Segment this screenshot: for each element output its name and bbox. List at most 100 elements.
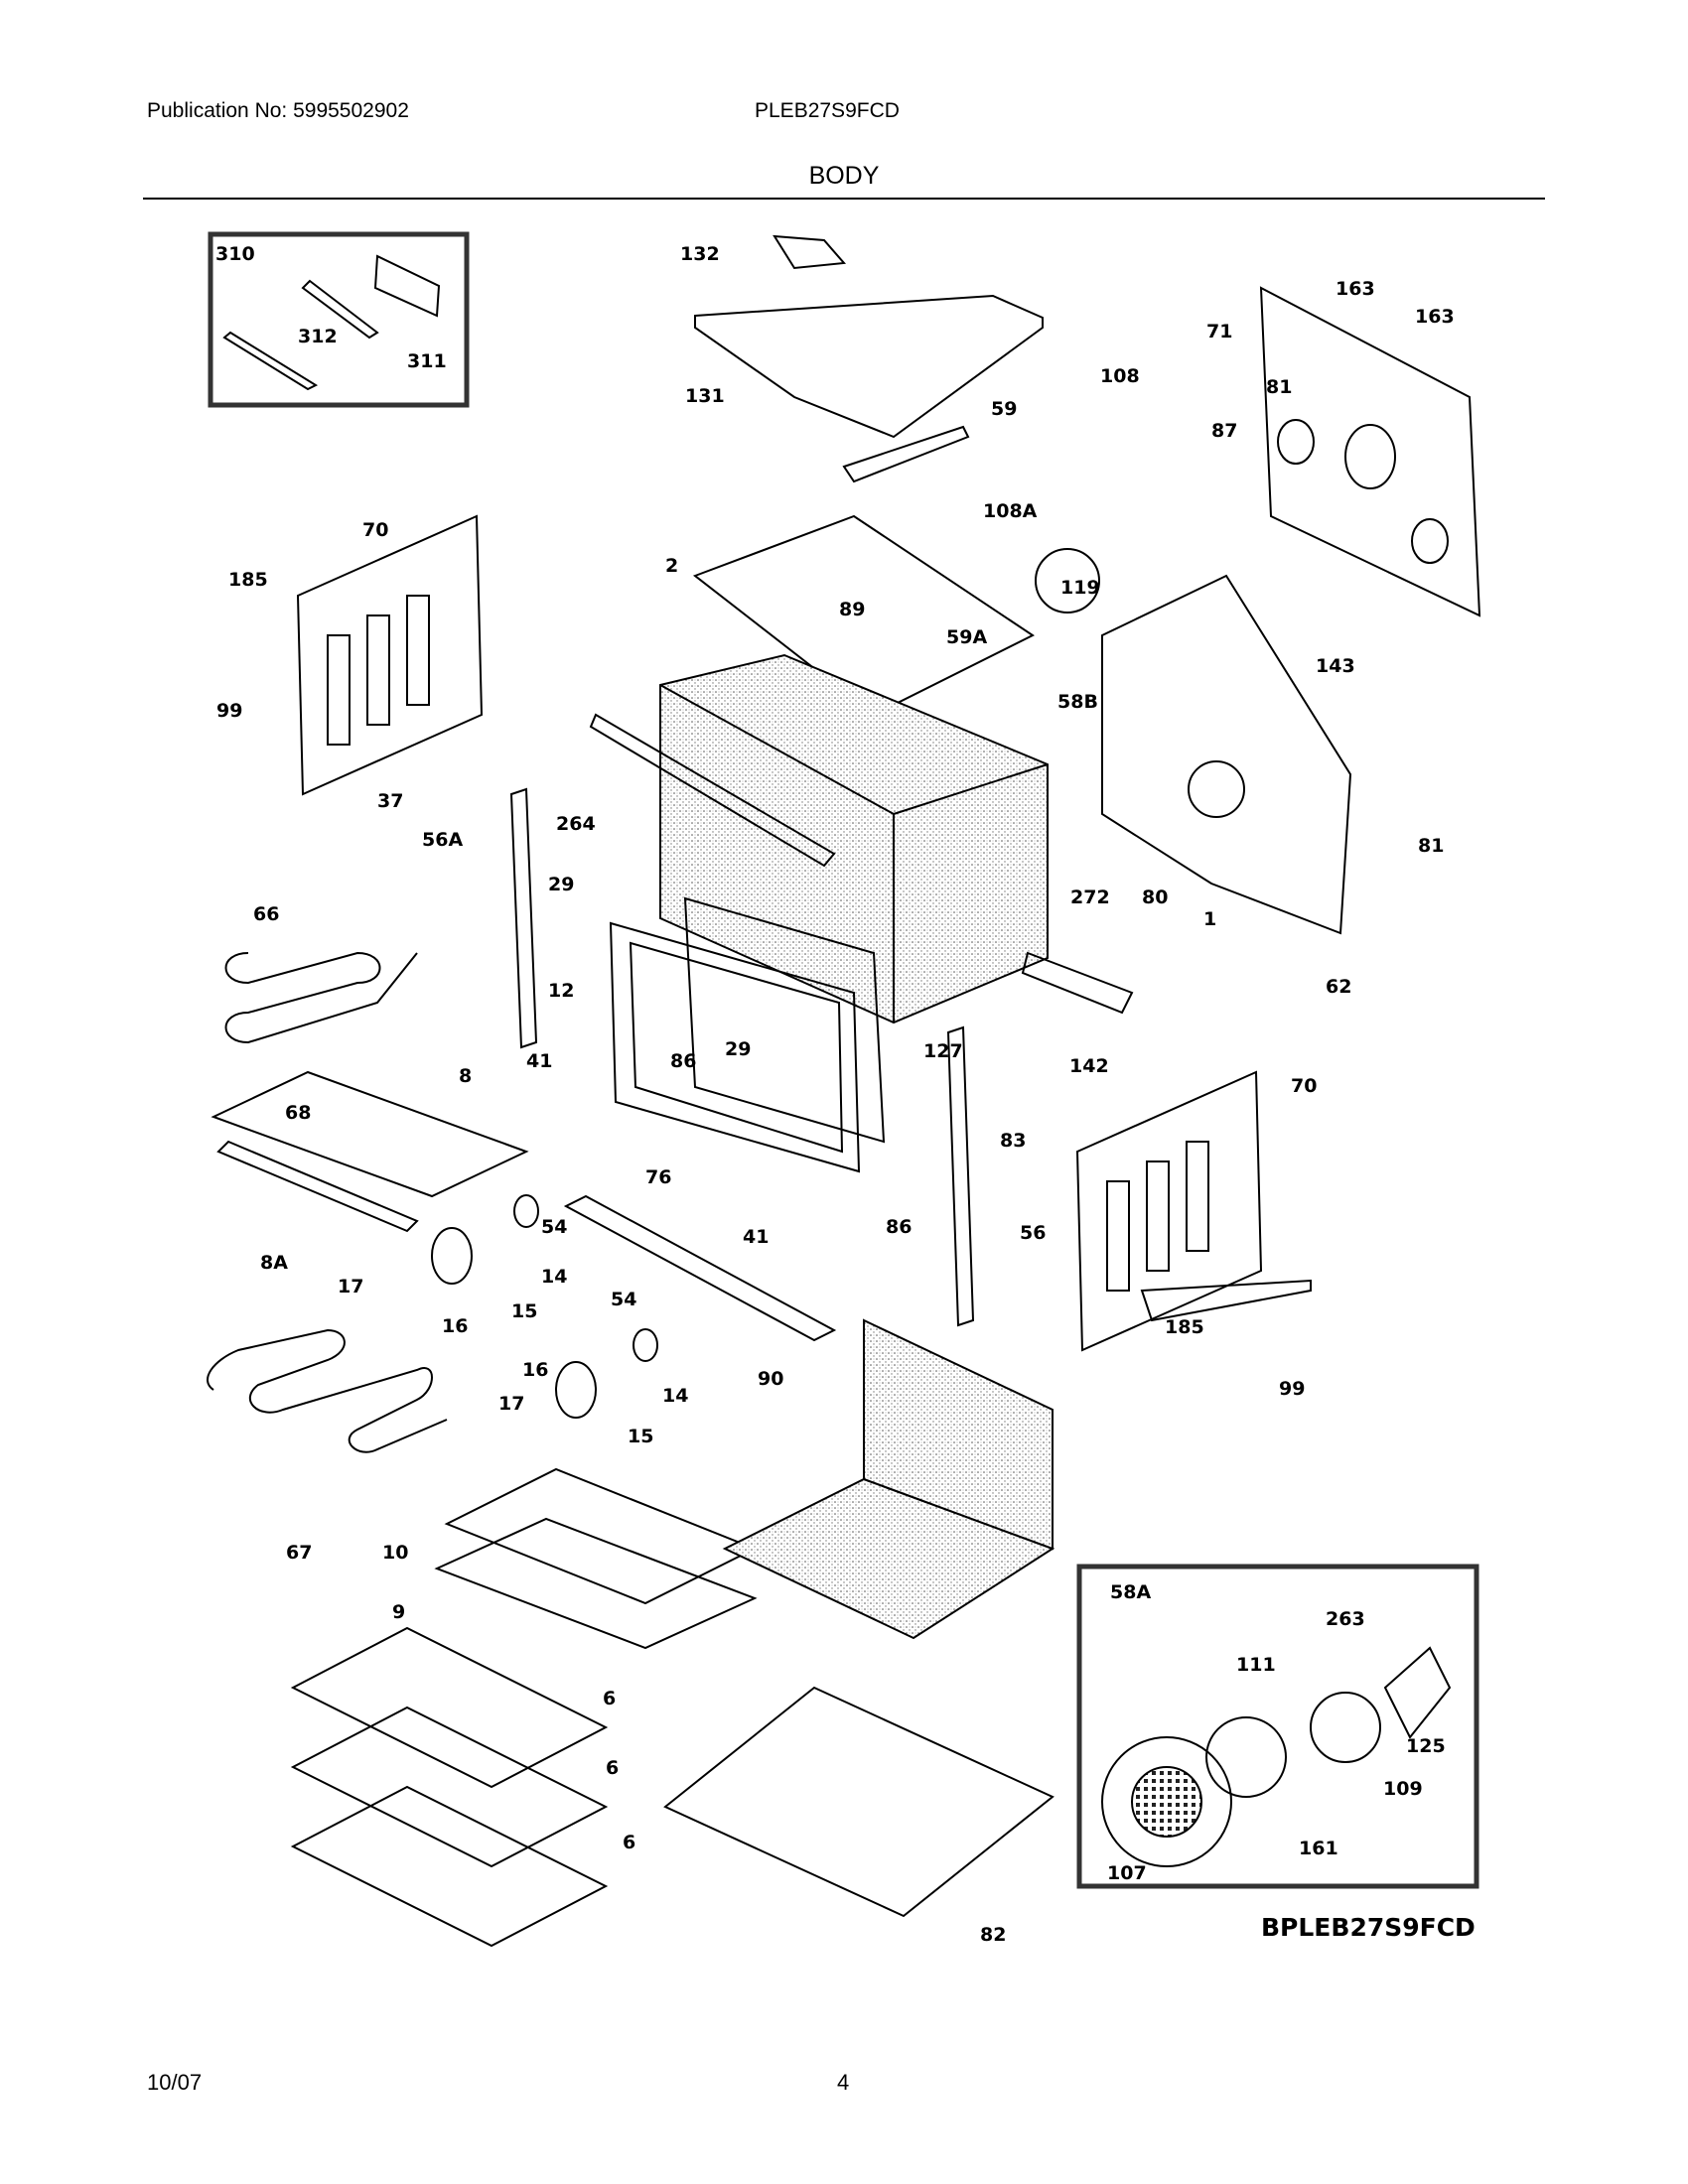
part-label-54: 54	[611, 1289, 636, 1310]
fan-cover-107-shape	[1101, 1736, 1232, 1867]
part-label-6: 6	[603, 1688, 616, 1709]
cover-plate-shape	[773, 234, 847, 270]
header-rule	[143, 198, 1545, 200]
inset-box-sensor	[208, 231, 470, 408]
part-label-10: 10	[382, 1542, 408, 1564]
part-number-labels: 310312311132131591631637110887108A119701…	[215, 243, 1455, 1946]
section-title: BODY	[808, 162, 880, 190]
part-label-109: 109	[1383, 1778, 1423, 1800]
part-label-12: 12	[548, 980, 574, 1002]
side-panel-right-slot-2	[1146, 1160, 1170, 1272]
side-panel-left-slot-3	[406, 595, 430, 706]
lamp-socket-left	[513, 1194, 539, 1228]
part-label-108: 108	[1100, 365, 1140, 387]
front-frame-shape	[609, 921, 861, 1173]
part-label-86: 86	[886, 1216, 912, 1238]
part-label-163: 163	[1415, 306, 1455, 328]
lamp-socket-right	[633, 1328, 658, 1362]
front-frame-inner	[629, 941, 844, 1154]
inset-box-convection	[1076, 1564, 1479, 1889]
part-label-41: 41	[526, 1050, 552, 1072]
duct-59-shape	[842, 425, 970, 483]
part-label-99: 99	[1279, 1378, 1305, 1400]
part-label-163: 163	[1336, 278, 1375, 300]
callout-119-circle	[1035, 548, 1100, 614]
part-label-142: 142	[1069, 1055, 1109, 1077]
side-panel-right-slot-3	[1186, 1141, 1209, 1252]
part-label-37: 37	[377, 790, 403, 812]
side-panel-right-slot-1	[1106, 1180, 1130, 1292]
rear-panel-fan-opening	[1188, 760, 1245, 818]
part-label-263: 263	[1326, 1608, 1365, 1630]
lamp-lens-left	[431, 1227, 473, 1285]
part-label-17: 17	[338, 1276, 363, 1297]
part-label-143: 143	[1316, 655, 1355, 677]
broil-pan-shape	[434, 1517, 758, 1650]
part-label-41: 41	[743, 1226, 769, 1248]
side-panel-right-shape	[1075, 1070, 1263, 1352]
part-label-59a: 59A	[946, 626, 987, 648]
part-label-58a: 58A	[1110, 1581, 1151, 1603]
part-label-125: 125	[1406, 1735, 1446, 1757]
part-label-62: 62	[1326, 976, 1351, 998]
part-label-272: 272	[1070, 887, 1110, 908]
part-label-56: 56	[1020, 1222, 1046, 1244]
trim-142-shape	[1021, 951, 1134, 1015]
part-label-67: 67	[286, 1542, 312, 1564]
side-panel-left-slot-1	[327, 634, 351, 746]
part-label-81: 81	[1418, 835, 1444, 857]
part-label-1: 1	[1203, 908, 1216, 930]
part-label-119: 119	[1060, 577, 1100, 599]
part-label-185: 185	[1165, 1316, 1204, 1338]
part-label-29: 29	[548, 874, 574, 895]
part-label-132: 132	[680, 243, 720, 265]
part-label-70: 70	[1291, 1075, 1317, 1097]
part-label-310: 310	[215, 243, 255, 265]
part-label-2: 2	[665, 555, 678, 577]
part-label-80: 80	[1142, 887, 1168, 908]
publication-number: Publication No: 5995502902	[147, 99, 409, 122]
part-label-17: 17	[498, 1393, 524, 1415]
part-label-9: 9	[392, 1601, 405, 1623]
back-panel-71-shape	[1259, 286, 1481, 617]
fan-motor-125-shape	[1383, 1646, 1452, 1739]
insulation-58A-back	[863, 1318, 1054, 1551]
rail-56A-shape	[509, 787, 538, 1049]
part-label-81: 81	[1266, 376, 1292, 398]
rack-3-shape	[290, 1785, 609, 1948]
diagram-code: BPLEB27S9FCD	[1261, 1913, 1476, 1942]
part-label-76: 76	[645, 1166, 671, 1188]
insulation-58B-edges	[659, 684, 1049, 1023]
part-label-99: 99	[216, 700, 242, 722]
part-label-131: 131	[685, 385, 725, 407]
part-label-108a: 108A	[983, 500, 1038, 522]
part-label-59: 59	[991, 398, 1017, 420]
model-number: PLEB27S9FCD	[755, 99, 900, 122]
part-label-16: 16	[442, 1315, 468, 1337]
bottom-tray-shape	[663, 1686, 1055, 1918]
part-label-312: 312	[298, 326, 338, 347]
sensor-bracket-shape	[222, 279, 379, 391]
part-label-311: 311	[407, 350, 447, 372]
rack-2-shape	[290, 1706, 609, 1868]
part-label-16: 16	[522, 1359, 548, 1381]
part-label-264: 264	[556, 813, 596, 835]
tray-8-shape	[211, 1070, 529, 1198]
oven-liner-shape	[683, 896, 886, 1144]
broil-element-shape	[224, 951, 418, 1044]
fan-grille	[1131, 1766, 1202, 1838]
sensor-plate-shape	[373, 254, 441, 318]
part-label-86: 86	[670, 1050, 696, 1072]
part-label-15: 15	[628, 1426, 653, 1447]
side-panel-left-slot-2	[366, 614, 390, 726]
fan-ring-161-shape	[1205, 1716, 1287, 1798]
trim-90-shape	[563, 1194, 837, 1342]
rail-99-right-shape	[1140, 1279, 1312, 1322]
part-label-15: 15	[511, 1300, 537, 1322]
part-label-111: 111	[1236, 1654, 1276, 1676]
part-label-8: 8	[459, 1065, 472, 1087]
part-label-58b: 58B	[1057, 691, 1098, 713]
part-label-70: 70	[362, 519, 388, 541]
part-label-83: 83	[1000, 1130, 1026, 1152]
